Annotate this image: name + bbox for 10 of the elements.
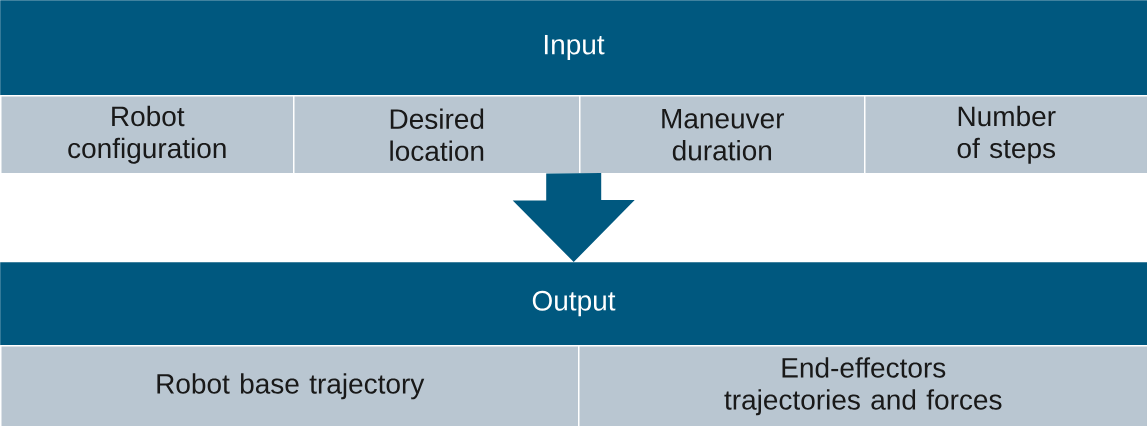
table-cell: End-effectors trajectories and forces: [578, 345, 1147, 426]
panel-heading: Input: [544, 34, 605, 61]
table-cell: Number of steps: [864, 95, 1147, 175]
table-cell: Robot base trajectory: [0, 345, 580, 426]
node-label: Robot base trajectory: [157, 373, 425, 400]
table-cell: Desired location: [293, 95, 581, 175]
table-cell: Robot configuration: [0, 95, 295, 175]
panel-heading: Output: [532, 290, 616, 317]
table-cell: Maneuver duration: [579, 95, 866, 175]
block-arrow: [512, 173, 635, 262]
